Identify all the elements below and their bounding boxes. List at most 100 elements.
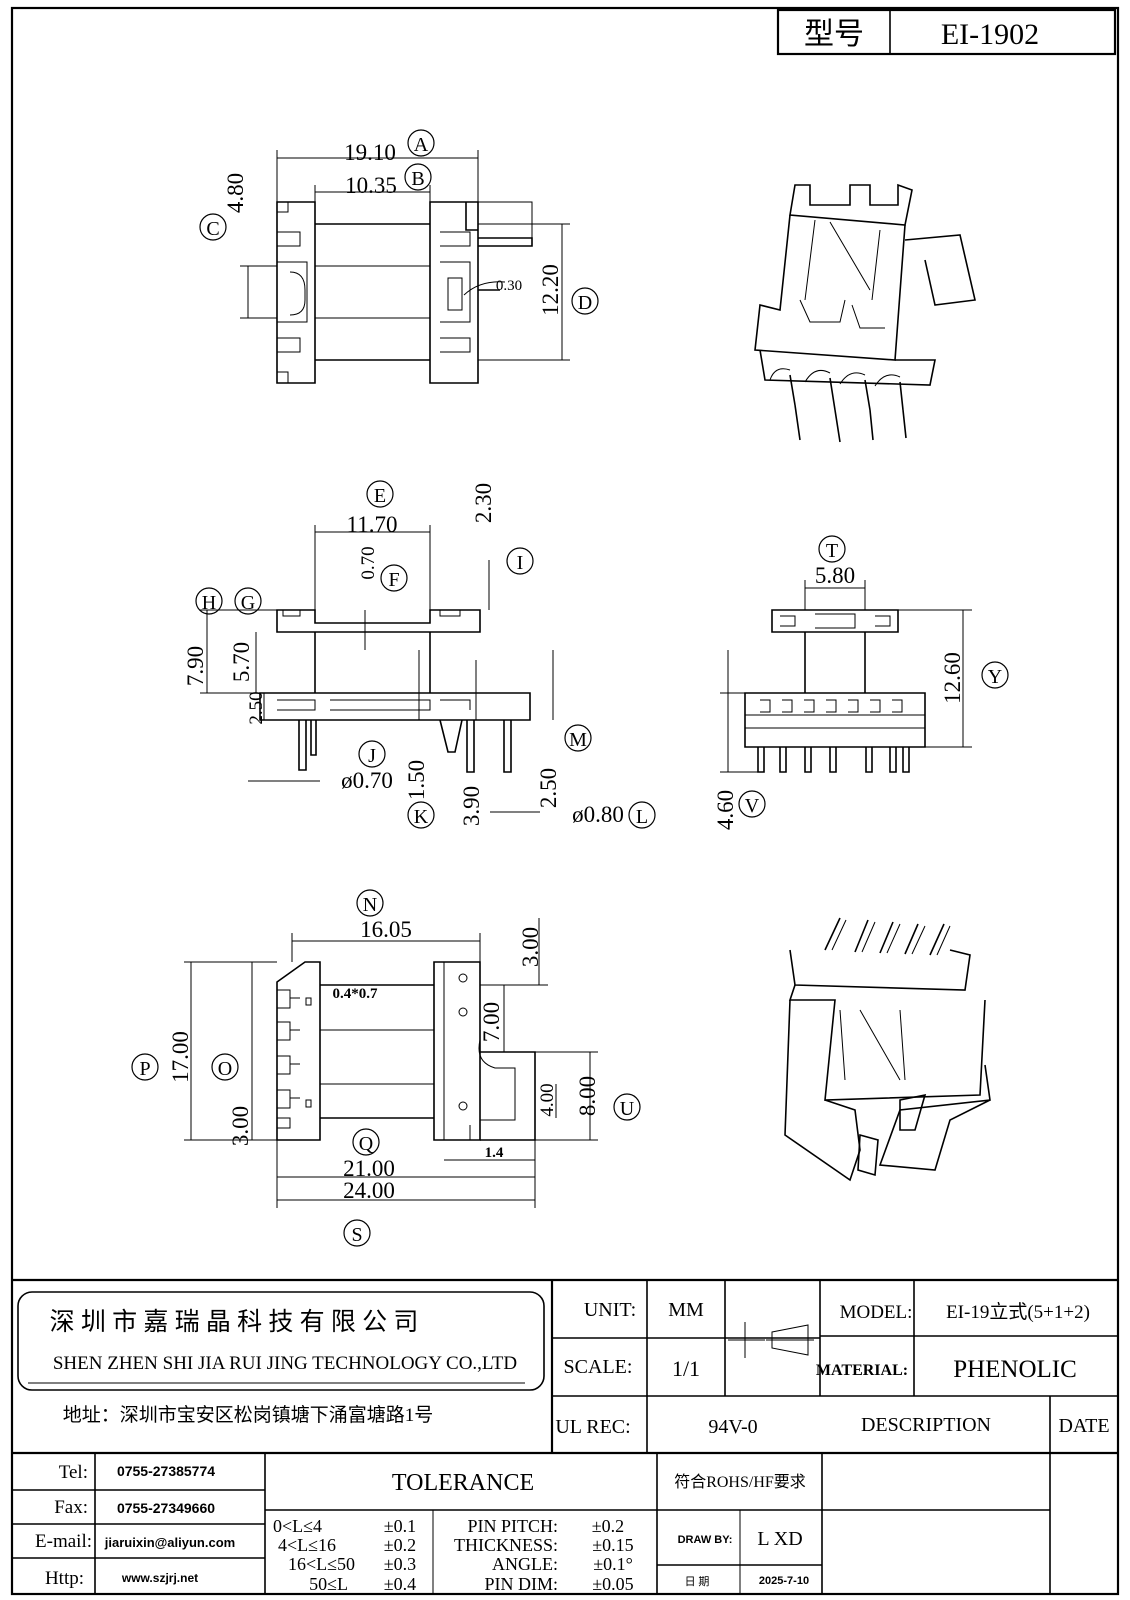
- top-view: 19.10 A 10.35 B 4.80 C 12.20 D 0.30: [199, 129, 599, 384]
- sheet-border: [10, 6, 1120, 1596]
- label-e-circle: [366, 480, 394, 508]
- dim-14-value: 1.4: [485, 1145, 504, 1161]
- dim-g-value: 5.70: [229, 642, 254, 682]
- label-p: P: [139, 1058, 150, 1080]
- fax-label: Fax:: [54, 1497, 88, 1518]
- label-h-circle: [195, 587, 223, 615]
- date-label: DATE: [1058, 1415, 1109, 1437]
- label-i: I: [517, 552, 524, 574]
- label-l-circle: [628, 801, 656, 829]
- dim-a-value: 19.10: [344, 140, 396, 165]
- tol-value-3: ±0.3: [384, 1554, 416, 1574]
- spec-name-1: PIN PITCH:: [467, 1516, 558, 1536]
- label-e: E: [374, 485, 386, 507]
- label-q-circle: [352, 1128, 380, 1156]
- iso-view-top: [754, 183, 976, 443]
- spec-name-2: THICKNESS:: [454, 1535, 558, 1555]
- dim-300b-value: 3.00: [228, 1106, 253, 1146]
- side-view: 5.80 T 12.60 Y 4.60 V: [713, 535, 1009, 830]
- http-label: Http:: [45, 1568, 84, 1589]
- label-l: L: [636, 806, 648, 828]
- date-row-label: 日 期: [685, 1575, 710, 1588]
- dim-j-value: ø0.70: [341, 768, 393, 793]
- unit-label: UNIT:: [584, 1299, 636, 1321]
- dim-k-value: 1.50: [404, 760, 429, 800]
- bottom-view: 16.05 N 3.00 0.4*0.7 7.00 17.00 P O 3.00…: [131, 889, 641, 1247]
- title-block: 深 圳 市 嘉 瑞 晶 科 技 有 限 公 司 SHEN ZHEN SHI JI…: [12, 1278, 1118, 1594]
- tol-value-4: ±0.4: [384, 1574, 416, 1594]
- label-s: S: [351, 1224, 362, 1246]
- company-name-cn: 深 圳 市 嘉 瑞 晶 科 技 有 限 公 司: [50, 1308, 419, 1336]
- dim-l-value: ø0.80: [572, 802, 624, 827]
- label-c: C: [206, 218, 219, 240]
- model-value: EI-19立式(5+1+2): [946, 1301, 1090, 1323]
- ul-label: UL REC:: [555, 1416, 630, 1438]
- label-i-circle: [506, 547, 534, 575]
- rohs-note: 符合ROHS/HF要求: [674, 1473, 806, 1491]
- label-b: B: [411, 168, 424, 190]
- label-u-circle: [613, 1093, 641, 1121]
- dim-b-value: 10.35: [345, 173, 397, 198]
- dim-u-value: 8.00: [575, 1076, 600, 1116]
- label-o-circle: [211, 1053, 239, 1081]
- front-view: 11.70 E 0.70 F 2.30 I H G 7.90 5.70 2.50…: [183, 480, 656, 829]
- label-g: G: [241, 592, 255, 614]
- label-t-circle: [818, 535, 846, 563]
- date-row-value: 2025-7-10: [759, 1575, 809, 1587]
- fax-value: 0755-27349660: [117, 1500, 215, 1516]
- dim-q-value: 21.00: [343, 1156, 395, 1181]
- scale-label: SCALE:: [564, 1356, 633, 1378]
- scale-value: 1/1: [672, 1356, 700, 1381]
- spec-tol-2: ±0.15: [592, 1535, 633, 1555]
- tel-value: 0755-27385774: [117, 1463, 215, 1479]
- tol-value-1: ±0.1: [384, 1516, 416, 1536]
- label-g-circle: [234, 587, 262, 615]
- label-n-circle: [356, 889, 384, 917]
- dim-d-value: 12.20: [538, 264, 563, 316]
- draw-by-value: L XD: [757, 1528, 802, 1550]
- dim-v-value: 4.60: [713, 790, 738, 830]
- label-p-circle: [131, 1053, 159, 1081]
- tol-range-2: 4<L≤16: [278, 1535, 336, 1555]
- spec-tol-3: ±0.1°: [593, 1554, 633, 1574]
- label-c-circle: [199, 213, 227, 241]
- tol-range-3: 16<L≤50: [288, 1554, 355, 1574]
- label-s-circle: [343, 1219, 371, 1247]
- label-h: H: [202, 592, 216, 614]
- dim-700-value: 7.00: [479, 1002, 504, 1042]
- label-y-circle: [981, 661, 1009, 689]
- label-b-circle: [404, 163, 432, 191]
- projection-symbol: [728, 1322, 814, 1358]
- label-d: D: [578, 292, 592, 314]
- label-u: U: [620, 1098, 635, 1120]
- dim-slot-bottom-value: 0.4*0.7: [333, 986, 379, 1002]
- label-v: V: [745, 795, 760, 817]
- dim-n-value: 16.05: [360, 917, 412, 942]
- dim-slot-value: 0.30: [496, 278, 522, 294]
- dim-300a-value: 3.00: [518, 927, 543, 967]
- label-y: Y: [988, 666, 1002, 688]
- label-j-circle: [358, 740, 386, 768]
- company-name-en: SHEN ZHEN SHI JIA RUI JING TECHNOLOGY CO…: [53, 1353, 517, 1374]
- dim-e-value: 11.70: [347, 512, 398, 537]
- label-k-circle: [407, 801, 435, 829]
- label-f-circle: [380, 564, 408, 592]
- label-t: T: [826, 540, 838, 562]
- label-a-circle: [407, 129, 435, 157]
- spec-name-4: PIN DIM:: [484, 1574, 558, 1594]
- unit-value: MM: [668, 1299, 704, 1321]
- dim-t-value: 5.80: [815, 563, 855, 588]
- dim-390-value: 3.90: [459, 786, 484, 826]
- label-m-circle: [564, 724, 592, 752]
- label-f: F: [388, 569, 399, 591]
- description-label: DESCRIPTION: [861, 1414, 991, 1436]
- model-label: MODEL:: [840, 1302, 913, 1323]
- header-model-box: 型号 EI-1902: [776, 8, 1117, 56]
- dim-p-value: 17.00: [168, 1031, 193, 1083]
- tol-range-1: 0<L≤4: [273, 1516, 322, 1536]
- dim-y-value: 12.60: [940, 652, 965, 704]
- label-o: O: [218, 1058, 232, 1080]
- http-value: www.szjrj.net: [121, 1571, 198, 1585]
- spec-tol-4: ±0.05: [592, 1574, 633, 1594]
